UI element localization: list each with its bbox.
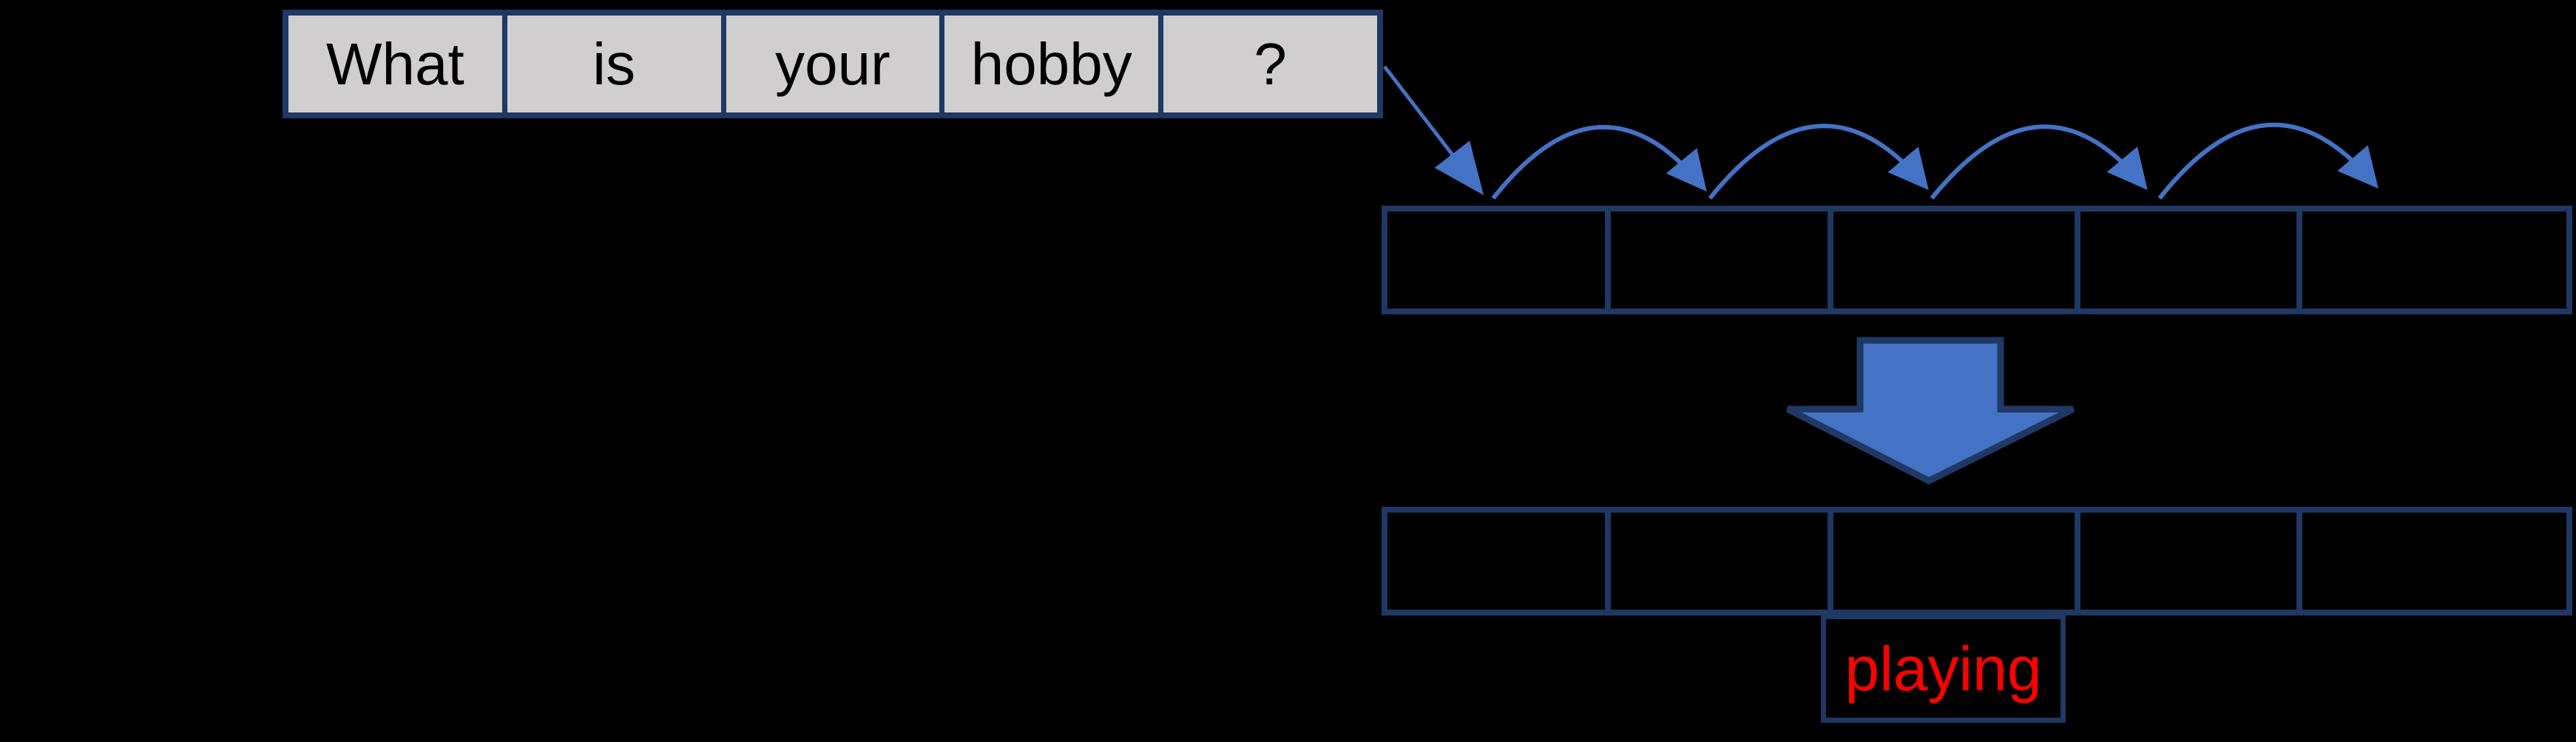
token-cell-is: is [501,16,721,112]
output-cell-4 [2074,513,2296,610]
encoded-cell-5 [2296,212,2566,308]
token-cell-what: What [288,16,502,112]
hop-arc-arrow-1-icon [1491,125,1707,200]
encoded-sequence-row [1382,206,2572,314]
hop-arc-arrow-3-icon [1930,124,2148,200]
prediction-label: playing [1845,633,2042,704]
output-cell-3 [1827,513,2075,610]
diagonal-flow-arrow-icon [1383,65,1484,195]
encoded-cell-4 [2074,212,2296,308]
hop-arc-arrow-4-icon [2157,122,2379,200]
big-down-arrow-icon [1785,337,2075,485]
encoded-cell-2 [1605,212,1827,308]
token-cell-your: your [720,16,940,112]
output-sequence-row [1382,507,2572,615]
token-cell-qmark: ? [1158,16,1377,112]
encoded-cell-1 [1387,212,1605,308]
output-cell-2 [1605,513,1827,610]
output-cell-1 [1387,513,1605,610]
encoded-cell-3 [1827,212,2075,308]
output-cell-5 [2296,513,2566,610]
token-cell-hobby: hobby [939,16,1159,112]
prediction-box: playing [1821,614,2066,723]
sentence-token-row: What is your hobby ? [283,10,1383,118]
hop-arc-arrow-2-icon [1708,124,1929,200]
